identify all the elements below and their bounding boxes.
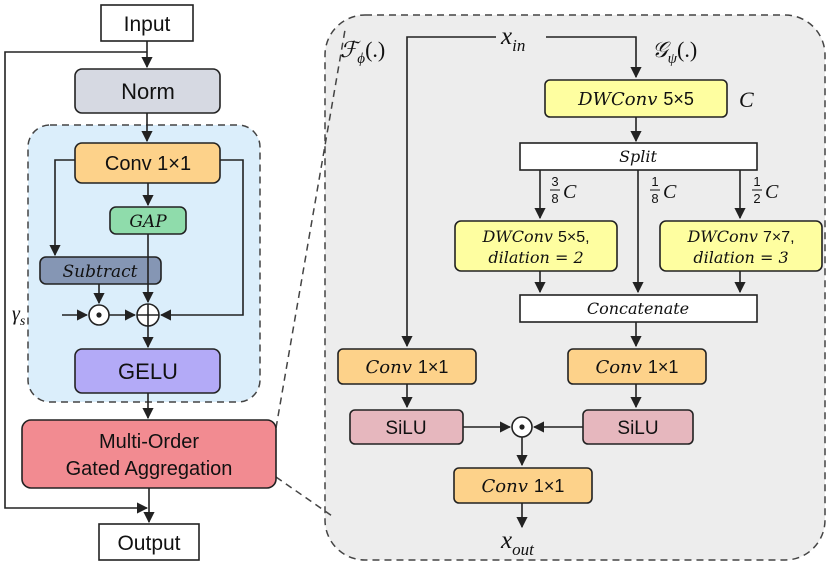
dwconv-dilation3-box [659, 220, 823, 272]
svg-text:1: 1 [651, 174, 658, 189]
norm-label: Norm [121, 79, 175, 104]
f-phi-label: ℱϕ(.) [340, 37, 385, 67]
fraction-one-eighth-c: 1 8 C [650, 174, 677, 206]
gamma-s-label: γs [12, 303, 26, 329]
g-psi-label: 𝒢ψ(.) [652, 37, 697, 67]
svg-text:C: C [765, 181, 779, 203]
subtract-label: Subtract [63, 262, 138, 282]
hadamard-dot [96, 312, 102, 318]
gelu-label: GELU [118, 359, 178, 384]
split-label: Split [619, 147, 657, 166]
x-out-label: xout [500, 527, 535, 559]
fraction-one-half-c: 1 2 C [752, 174, 779, 206]
svg-text:1: 1 [753, 174, 760, 189]
svg-text:8: 8 [551, 191, 558, 206]
gap-label: GAP [129, 212, 167, 232]
fraction-three-eighths-c: 3 8 C [550, 174, 577, 206]
svg-text:3: 3 [551, 174, 558, 189]
svg-text:C: C [663, 181, 677, 203]
moga-label-line2: Gated Aggregation [66, 458, 233, 480]
zoom-connector-top [275, 29, 346, 429]
concatenate-label: Concatenate [587, 299, 689, 318]
svg-text:8: 8 [651, 191, 658, 206]
conv1x1-out-box [453, 467, 593, 504]
moga-label-line1: Multi-Order [99, 431, 199, 453]
output-label: Output [117, 532, 180, 555]
svg-text:2: 2 [753, 191, 760, 206]
silu-right-label: SiLU [617, 418, 658, 439]
conv1x1-right-box [567, 348, 707, 385]
silu-left-label: SiLU [385, 418, 426, 439]
concatenate-box [519, 294, 758, 323]
svg-text:C: C [563, 181, 577, 203]
output-box [98, 523, 200, 561]
input-label: Input [124, 13, 171, 36]
dwconv-dilation3-line2: dilation = 3 [693, 248, 788, 267]
dwconv-dilation2-box [454, 220, 618, 272]
gating-dot [519, 424, 525, 430]
x-in-label: xin [500, 23, 525, 55]
dwconv-dilation2-line2: dilation = 2 [488, 248, 583, 267]
subtract-box [39, 256, 162, 285]
input-box [100, 4, 194, 42]
conv1x1-label: Conv 1×1 [105, 153, 191, 175]
channels-c-label: C [739, 87, 754, 112]
